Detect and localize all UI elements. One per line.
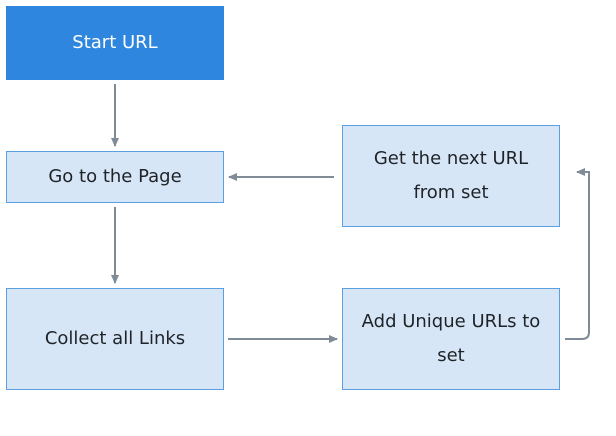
collect-links-label: Collect all Links	[44, 328, 186, 349]
start-url-label: Start URL	[72, 32, 158, 53]
start-url-node: Start URL	[6, 6, 224, 80]
get-next-url-label: Get the next URL from set	[373, 148, 529, 203]
arrow-add-to-next	[565, 168, 590, 340]
add-unique-urls-label: Add Unique URLs to set	[361, 311, 541, 366]
get-next-url-node: Get the next URL from set	[342, 125, 560, 227]
add-unique-urls-node: Add Unique URLs to set	[342, 288, 560, 390]
go-to-page-label: Go to the Page	[48, 166, 182, 187]
go-to-page-node: Go to the Page	[6, 151, 224, 203]
collect-links-node: Collect all Links	[6, 288, 224, 390]
